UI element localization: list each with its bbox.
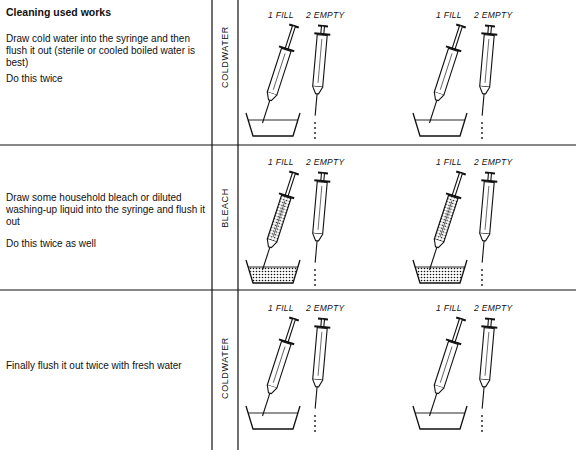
- step-label: 2 EMPTY: [474, 302, 512, 314]
- syringe: [307, 172, 331, 263]
- drop: [314, 284, 316, 286]
- drop: [314, 430, 316, 432]
- step-label: 2 EMPTY: [474, 9, 512, 21]
- syringe: [422, 24, 469, 126]
- syringe: [307, 25, 331, 116]
- liquid-bowl: [413, 260, 467, 283]
- step-label: 1 FILL: [268, 302, 294, 314]
- drop: [314, 127, 316, 129]
- drop: [314, 137, 316, 139]
- step-label: 1 FILL: [436, 302, 462, 314]
- syringe: [422, 317, 469, 419]
- drop: [481, 269, 483, 271]
- liquid-bowl: [246, 406, 300, 429]
- syringe: [474, 172, 498, 263]
- liquid-label: COLDWATER: [219, 337, 231, 399]
- step-label: 1 FILL: [436, 156, 462, 168]
- step-label: 2 EMPTY: [306, 156, 344, 168]
- syringe: [307, 318, 331, 409]
- syringe: [255, 317, 302, 419]
- instruction-text: Do this twice as well: [6, 238, 206, 250]
- drop: [314, 122, 316, 124]
- liquid-bowl: [246, 260, 300, 283]
- syringe: [474, 25, 498, 116]
- drop: [314, 279, 316, 281]
- drop: [481, 132, 483, 134]
- liquid-label: BLEACH: [219, 188, 231, 228]
- syringe: [255, 24, 302, 126]
- drop: [314, 132, 316, 134]
- syringe-drawings: [246, 24, 498, 432]
- drop: [481, 274, 483, 276]
- step-label: 1 FILL: [436, 9, 462, 21]
- syringe: [422, 171, 469, 273]
- step-label: 2 EMPTY: [306, 302, 344, 314]
- step-label: 1 FILL: [268, 156, 294, 168]
- syringe: [474, 318, 498, 409]
- liquid-bowl: [246, 113, 300, 136]
- drop: [314, 425, 316, 427]
- drop: [481, 430, 483, 432]
- drop: [481, 420, 483, 422]
- instruction-text: Draw some household bleach or diluted wa…: [6, 192, 206, 228]
- drop: [481, 279, 483, 281]
- drop: [481, 122, 483, 124]
- syringe: [255, 171, 302, 273]
- drop: [481, 284, 483, 286]
- drop: [314, 274, 316, 276]
- liquid-label: COLDWATER: [219, 26, 231, 88]
- instruction-text: Draw cold water into the syringe and the…: [6, 33, 206, 69]
- drop: [481, 137, 483, 139]
- instruction-text: Do this twice: [6, 73, 206, 85]
- step-label: 2 EMPTY: [306, 9, 344, 21]
- drop: [314, 420, 316, 422]
- heading: Cleaning used works: [6, 6, 206, 18]
- drop: [481, 425, 483, 427]
- drop: [314, 269, 316, 271]
- liquid-bowl: [413, 113, 467, 136]
- step-label: 2 EMPTY: [474, 156, 512, 168]
- drop: [314, 415, 316, 417]
- drop: [481, 127, 483, 129]
- liquid-bowl: [413, 406, 467, 429]
- step-label: 1 FILL: [268, 9, 294, 21]
- instruction-text: Finally flush it out twice with fresh wa…: [6, 360, 206, 372]
- drop: [481, 415, 483, 417]
